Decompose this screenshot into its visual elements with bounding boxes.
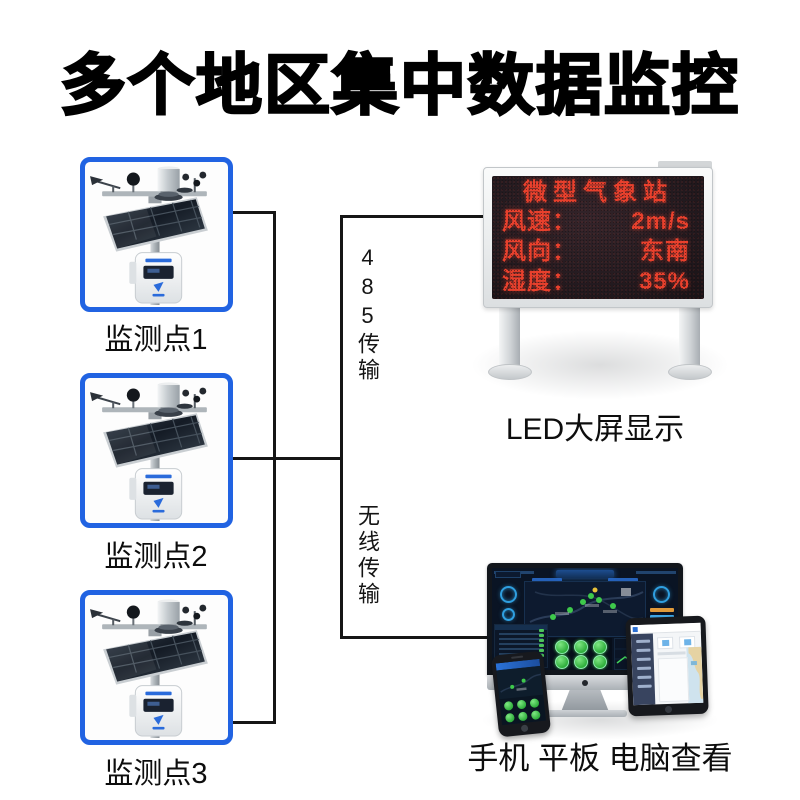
connector-bus-right bbox=[340, 215, 343, 639]
led-row-label: 风向： bbox=[502, 238, 577, 265]
led-dot-matrix-overlay bbox=[492, 176, 704, 299]
dashboard-status-dots bbox=[550, 638, 612, 670]
led-row-wind-direction: 风向： 东南 bbox=[492, 237, 704, 267]
led-screen-title: 微型气象站 bbox=[523, 179, 673, 206]
led-display: 微型气象站 风速： 2m/s 风向： 东南 湿度： 35% bbox=[483, 167, 713, 308]
stat-value-orange bbox=[650, 608, 674, 612]
station-card-1 bbox=[80, 157, 233, 312]
devices-caption: 手机 平板 电脑查看 bbox=[467, 741, 733, 776]
tablet-device bbox=[625, 615, 709, 717]
led-sign-leg-right bbox=[679, 308, 700, 368]
connector-line-station3 bbox=[233, 721, 276, 724]
weather-station-image bbox=[89, 381, 209, 522]
led-row-label: 湿度： bbox=[502, 268, 577, 295]
led-row-humidity: 湿度： 35% bbox=[492, 267, 704, 297]
phone-screen bbox=[495, 658, 546, 726]
connector-line-station1 bbox=[233, 211, 276, 214]
monitor-base bbox=[543, 710, 627, 717]
tablet-table-panel bbox=[657, 657, 690, 703]
weather-station-image bbox=[89, 165, 209, 306]
led-row-value: 东南 bbox=[640, 238, 690, 265]
tablet-filter-row bbox=[657, 651, 686, 656]
phone-status-dots bbox=[499, 694, 546, 726]
led-row-wind-speed: 风速： 2m/s bbox=[492, 207, 704, 237]
weather-station-image bbox=[89, 598, 209, 739]
led-sign-back-panel bbox=[658, 161, 712, 172]
led-sign-base-left bbox=[488, 364, 532, 380]
phone-home-button bbox=[520, 724, 529, 733]
dashboard-topright-text bbox=[636, 571, 676, 574]
led-row-value: 2m/s bbox=[631, 208, 690, 235]
monitor-logo-dot bbox=[582, 680, 588, 686]
connector-line-led bbox=[340, 215, 485, 218]
phone-map bbox=[496, 665, 544, 701]
station-label-2: 监测点2 bbox=[104, 541, 208, 573]
station-card-2 bbox=[80, 373, 233, 528]
tablet-app-topbar bbox=[630, 622, 701, 635]
led-sign-base-right bbox=[668, 364, 712, 380]
station-card-3 bbox=[80, 590, 233, 745]
tablet-app-sidebar bbox=[630, 633, 656, 706]
connector-bus-left bbox=[273, 211, 276, 724]
dashboard-title-bar bbox=[556, 570, 614, 578]
stat-box bbox=[495, 571, 521, 578]
tablet-widget-card bbox=[656, 636, 674, 650]
tablet-screen bbox=[630, 622, 704, 706]
led-screen: 微型气象站 风速： 2m/s 风向： 东南 湿度： 35% bbox=[492, 176, 704, 299]
tablet-map-strip bbox=[686, 646, 704, 704]
mini-map bbox=[686, 646, 704, 704]
label-wireless-transmission: 无线传输 bbox=[355, 504, 380, 608]
page-title: 多个地区集中数据监控 bbox=[59, 47, 740, 124]
app-logo-icon bbox=[632, 627, 638, 633]
gauge-icon bbox=[653, 586, 670, 603]
station-label-3: 监测点3 bbox=[104, 758, 208, 790]
gauge-icon bbox=[500, 586, 517, 603]
station-label-1: 监测点1 bbox=[104, 324, 208, 356]
gauge-icon bbox=[502, 608, 515, 621]
monitor-stand bbox=[561, 690, 609, 712]
tablet-home-button bbox=[664, 705, 673, 714]
phone-device bbox=[490, 650, 552, 738]
connector-line-devices bbox=[340, 636, 490, 639]
led-caption: LED大屏显示 bbox=[505, 413, 685, 446]
label-485-transmission: 485传输 bbox=[355, 245, 380, 384]
led-row-label: 风速： bbox=[502, 208, 577, 235]
led-row-value: 35% bbox=[638, 268, 690, 295]
connector-line-station2 bbox=[233, 457, 343, 460]
phone-speaker bbox=[511, 655, 524, 659]
led-sign-leg-left bbox=[499, 308, 520, 368]
